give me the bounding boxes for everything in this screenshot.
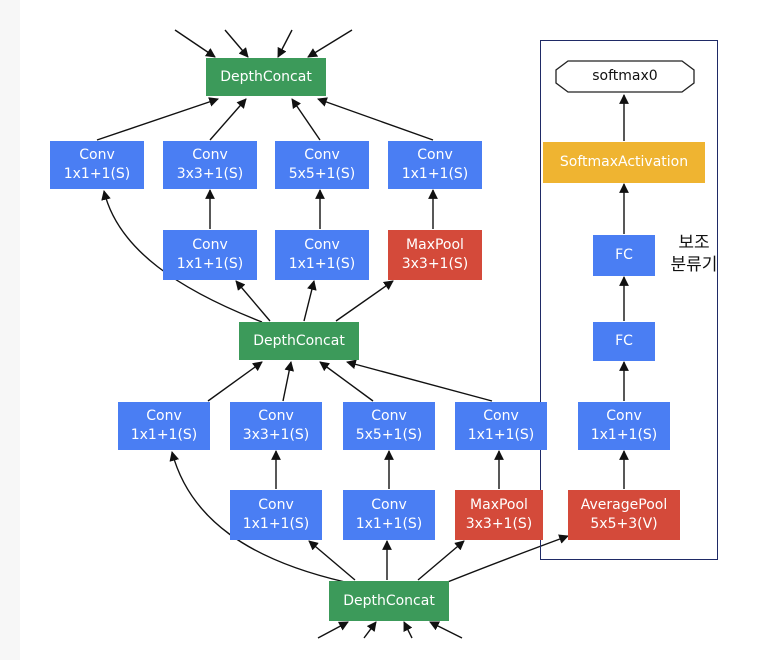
bottom-maxpool: MaxPool 3x3+1(S): [455, 490, 543, 540]
bottom-conv-5x5: Conv 5x5+1(S): [343, 402, 435, 450]
edge-b-convpool-concat: [346, 359, 493, 402]
edge-t-conv3-concat: [209, 98, 247, 141]
node-params: 3x3+1(S): [465, 516, 533, 532]
node-op: Conv: [79, 147, 115, 163]
edge-in-bot-3: [403, 621, 413, 639]
node-params: 1x1+1(S): [288, 256, 356, 272]
node-params: 5x5+3(V): [590, 516, 658, 532]
node-op: Conv: [258, 408, 294, 424]
aux-conv-1x1: Conv 1x1+1(S): [578, 402, 670, 450]
node-params: 3x3+1(S): [242, 427, 310, 443]
top-conv-3x3: Conv 3x3+1(S): [163, 141, 257, 189]
edge-in-top-3: [277, 29, 293, 58]
node-params: 3x3+1(S): [176, 166, 244, 182]
edge-in-top-4: [307, 29, 353, 58]
edge-b-conv3-concat: [282, 361, 295, 402]
concat-mid: DepthConcat: [239, 322, 359, 360]
concat-bottom-label: DepthConcat: [343, 592, 435, 609]
edge-b-conv5-concat: [319, 361, 374, 402]
edge-in-top-2: [224, 29, 249, 58]
aux-label-line-2: 분류기: [670, 255, 718, 275]
node-params: 1x1+1(S): [63, 166, 131, 182]
concat-bottom: DepthConcat: [329, 581, 449, 621]
edge-in-top-1: [174, 29, 216, 58]
node-params: 1x1+1(S): [355, 516, 423, 532]
concat-mid-label: DepthConcat: [253, 332, 345, 349]
node-op: FC: [615, 333, 633, 349]
edge-bot-b-red3: [308, 540, 356, 581]
node-op: Conv: [606, 408, 642, 424]
top-maxpool: MaxPool 3x3+1(S): [388, 230, 482, 280]
node-params: 5x5+1(S): [288, 166, 356, 182]
top-conv-5x5: Conv 5x5+1(S): [275, 141, 369, 189]
softmax-activation-node: SoftmaxActivation: [543, 142, 705, 183]
concat-top: DepthConcat: [206, 58, 326, 96]
aux-fc-2: FC: [593, 235, 655, 276]
node-op: FC: [615, 247, 633, 263]
left-margin-strip: [0, 0, 20, 660]
node-op: Conv: [146, 408, 182, 424]
edge-b-conv1-concat: [207, 361, 263, 402]
bottom-conv-reduce-3x3: Conv 1x1+1(S): [230, 490, 322, 540]
edge-mid-t-conv1: [101, 190, 263, 323]
softmax0-node: softmax0: [554, 61, 696, 91]
node-op: Conv: [371, 497, 407, 513]
edge-in-bot-2: [363, 621, 377, 639]
node-params: 1x1+1(S): [176, 256, 244, 272]
node-op: Conv: [304, 147, 340, 163]
node-op: Conv: [304, 237, 340, 253]
node-params: 1x1+1(S): [130, 427, 198, 443]
bottom-conv-1x1: Conv 1x1+1(S): [118, 402, 210, 450]
node-op: MaxPool: [470, 497, 528, 513]
node-params: 5x5+1(S): [355, 427, 423, 443]
node-op: Conv: [192, 237, 228, 253]
aux-classifier-frame: [540, 40, 718, 560]
node-op: MaxPool: [406, 237, 464, 253]
edge-mid-t-red3: [235, 280, 271, 322]
node-params: 1x1+1(S): [467, 427, 535, 443]
edge-in-bot-1: [317, 621, 349, 639]
edge-bot-b-conv1: [169, 451, 346, 583]
edge-bot-b-pool: [417, 540, 465, 581]
edge-mid-t-pool: [335, 280, 394, 322]
node-op: Conv: [258, 497, 294, 513]
top-conv-reduce-3x3: Conv 1x1+1(S): [163, 230, 257, 280]
edge-mid-t-red5: [303, 280, 317, 322]
aux-label-line-1: 보조: [678, 233, 710, 253]
concat-top-label: DepthConcat: [220, 68, 312, 85]
edge-t-conv1-concat: [96, 97, 219, 141]
top-conv-reduce-5x5: Conv 1x1+1(S): [275, 230, 369, 280]
node-op: AveragePool: [580, 497, 668, 513]
edge-in-bot-4: [429, 621, 463, 639]
node-params: 1x1+1(S): [242, 516, 310, 532]
aux-fc-1: FC: [593, 322, 655, 361]
node-op: Conv: [417, 147, 453, 163]
node-params: 3x3+1(S): [401, 256, 469, 272]
node-op: Conv: [483, 408, 519, 424]
aux-classifier-label: 보조 분류기: [664, 232, 724, 276]
aux-averagepool: AveragePool 5x5+3(V): [568, 490, 680, 540]
edge-t-conv5-concat: [291, 98, 321, 141]
bottom-conv-reduce-5x5: Conv 1x1+1(S): [343, 490, 435, 540]
edge-bot-aux-avgpool: [439, 534, 569, 586]
top-conv-1x1: Conv 1x1+1(S): [50, 141, 144, 189]
node-params: 1x1+1(S): [590, 427, 658, 443]
bottom-conv-3x3: Conv 3x3+1(S): [230, 402, 322, 450]
softmax-activation-label: SoftmaxActivation: [559, 154, 689, 170]
edge-t-convpool-concat: [317, 97, 434, 141]
node-op: Conv: [371, 408, 407, 424]
softmax0-label: softmax0: [592, 68, 658, 84]
node-params: 1x1+1(S): [401, 166, 469, 182]
bottom-conv-pool-proj: Conv 1x1+1(S): [455, 402, 547, 450]
softmax-octagon-shape: [555, 60, 695, 93]
top-conv-pool-proj: Conv 1x1+1(S): [388, 141, 482, 189]
node-op: Conv: [192, 147, 228, 163]
